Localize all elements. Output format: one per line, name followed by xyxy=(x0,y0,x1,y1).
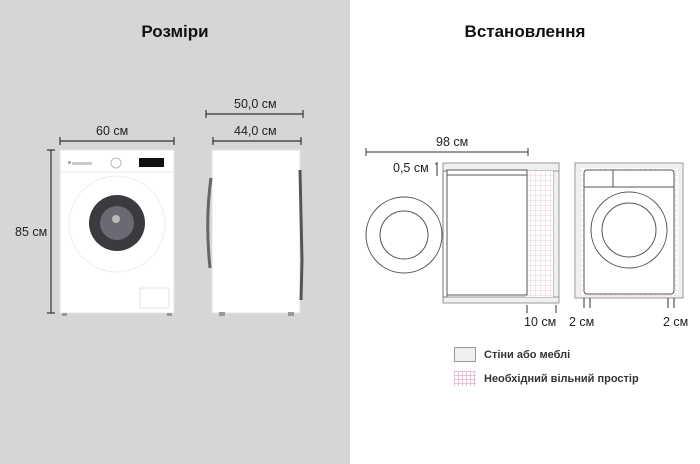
clearance-swatch xyxy=(454,371,476,386)
depth-body-label: 44,0 см xyxy=(234,124,277,138)
depth-door-label: 98 см xyxy=(436,135,469,149)
width-label: 60 см xyxy=(96,124,129,138)
side-gap-left-label: 2 см xyxy=(569,315,595,329)
legend-label: Стіни або меблі xyxy=(484,348,571,361)
legend-label: Необхідний вільний простір xyxy=(484,372,639,385)
legend-item-clearance: Необхідний вільний простір xyxy=(454,371,639,386)
top-gap-label: 0,5 см xyxy=(393,161,429,175)
washer-front-view xyxy=(59,149,175,316)
height-label: 85 см xyxy=(15,225,48,239)
back-gap-label: 10 см xyxy=(524,315,557,329)
washer-side-view xyxy=(206,149,304,316)
installation-side-view xyxy=(365,148,560,313)
wall-swatch xyxy=(454,347,476,362)
installation-title: Встановлення xyxy=(464,22,586,41)
installation-front-view xyxy=(574,162,684,308)
depth-total-label: 50,0 см xyxy=(234,97,277,111)
dimensions-title: Розміри xyxy=(141,22,209,41)
legend-item-wall: Стіни або меблі xyxy=(454,347,570,362)
side-gap-right-label: 2 см xyxy=(663,315,689,329)
